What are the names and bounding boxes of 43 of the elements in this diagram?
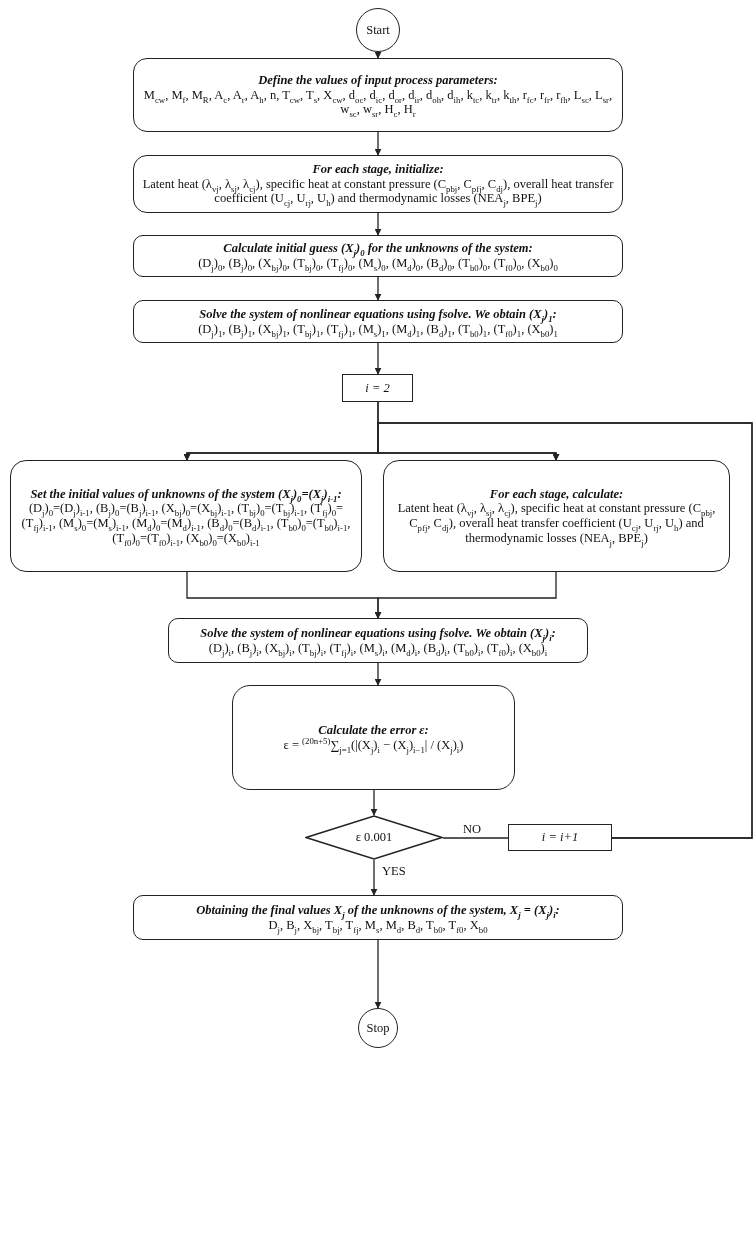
step-heading: Solve the system of nonlinear equations using fsolve. We obtain (X$_{j}$)$_{1}$: xyxy=(199,306,557,322)
terminal-circle xyxy=(358,1008,398,1048)
step-text: Latent heat (λ$_{vj}$, λ$_{sj}$, λ$_{cj}$), specific heat at constant pressure (C$_{pbj}$, C$_{pfj}$, C$_{dj}$), overall heat transfer coefficient (U$_{cj}$, U$_{rj}$, U$_{h}$) and thermodynamic losses (NEA$_{j}$, BPE$_{j}$) xyxy=(142,176,614,207)
step-heading: For each stage, calculate: xyxy=(489,486,624,502)
arrow xyxy=(377,422,753,839)
arrow xyxy=(374,571,557,619)
node-label: i = 2 xyxy=(365,380,390,396)
arrow xyxy=(374,276,382,301)
step-heading: Set the initial values of unknowns of the system (X$_{j}$)$_{0}$=(X$_{j}$)$_{i-1}$: xyxy=(30,486,342,502)
decision-diamond xyxy=(305,815,443,860)
arrow xyxy=(374,662,382,686)
process-box xyxy=(133,895,623,940)
process-box xyxy=(168,618,588,663)
arrow xyxy=(374,212,382,236)
process-box xyxy=(133,58,623,132)
process-box xyxy=(508,824,612,851)
process-box xyxy=(383,460,730,572)
process-box xyxy=(133,300,623,343)
process-box xyxy=(232,685,515,790)
node-label: i = i+1 xyxy=(541,830,579,845)
step-text: ε = $^{(20n+5)}$∑$_{j=1}$(|(X$_{j}$)$_{i}$ − (X$_{j}$)$_{i−1}$| / (X$_{j}$)$_{i}$) xyxy=(283,737,464,753)
terminal-circle xyxy=(356,8,400,52)
step-text: Latent heat (λ$_{vj}$, λ$_{sj}$, λ$_{cj}$), specific heat at constant pressure (C$_{pbj}$, C$_{pfj}$, C$_{dj}$), overall heat transfer coefficient (U$_{cj}$, U$_{rj}$, U$_{h}$) and thermodynamic losses (NEA$_{j}$, BPE$_{j}$) xyxy=(396,501,717,546)
node-label: Stop xyxy=(366,1020,390,1036)
arrow xyxy=(370,859,378,896)
node-label: ε 0.001 xyxy=(355,830,393,845)
step-heading: Obtaining the final values X$_{j}$ of the unknowns of the system, X$_{j}$ = (X$_{j}$)$_{i}$: xyxy=(196,902,560,918)
step-heading: Calculate the error ε: xyxy=(318,722,429,738)
arrow xyxy=(374,342,382,375)
process-box xyxy=(133,155,623,213)
process-box xyxy=(342,374,413,402)
arrow xyxy=(374,939,382,1009)
step-heading: For each stage, initialize: xyxy=(312,161,444,177)
step-heading: Calculate initial guess (X$_{j}$)$_{0}$ for the unknowns of the system: xyxy=(223,241,533,256)
step-text: M$_{cw}$, M$_{f}$, M$_{R}$, A$_{c}$, A$_{r}$, A$_{h}$, n, T$_{cw}$, T$_{s}$, X$_{cw}$, d$_{oc}$, d$_{ic}$, d$_{or}$, d$_{ir}$, d$_{oh}$, d$_{ih}$, k$_{tc}$, k$_{tr}$, k$_{th}$, r$_{fc}$, r$_{fr}$, r$_{fh}$, L$_{sc}$, L$_{sr}$, w$_{sc}$, w$_{sr}$, H$_{c}$, H$_{r}$ xyxy=(142,87,614,118)
arrow xyxy=(374,51,382,59)
node-label: Start xyxy=(366,22,390,38)
step-heading: Solve the system of nonlinear equations using fsolve. We obtain (X$_{j}$)$_{i}$: xyxy=(200,625,556,641)
arrow xyxy=(370,789,378,816)
process-box xyxy=(133,235,623,277)
arrow xyxy=(374,131,382,156)
process-box xyxy=(10,460,362,572)
step-heading: Define the values of input process parameters: xyxy=(258,72,498,88)
